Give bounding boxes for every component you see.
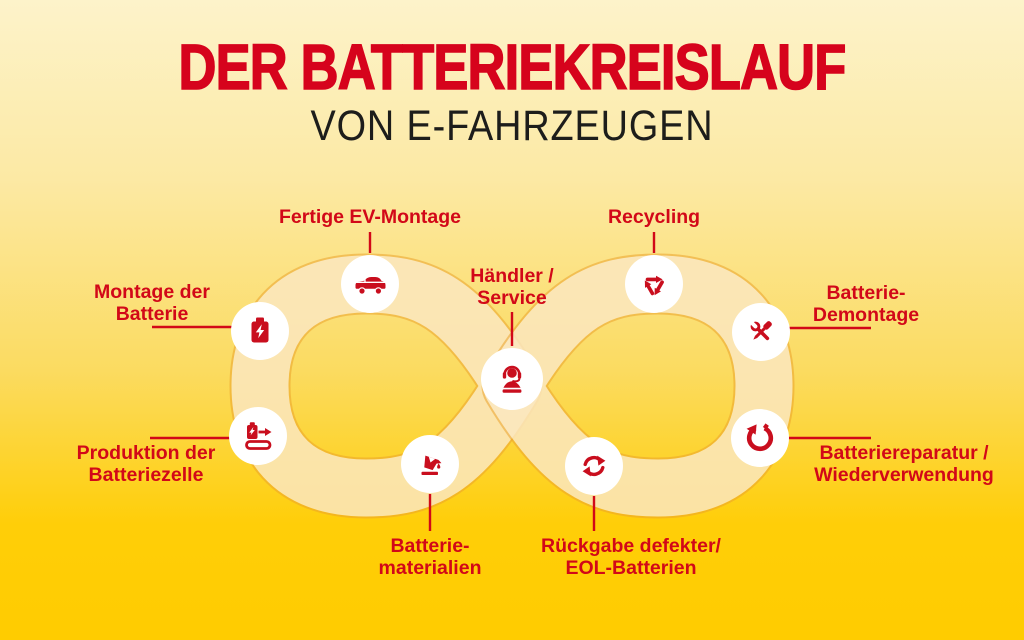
label-batteriereparatur-wiederverwendung: Batteriereparatur / Wiederverwendung [814,442,994,486]
label-line: Wiederverwendung [814,463,994,486]
pouring-crucible-icon [421,455,442,475]
label-line: Batterie- [826,282,906,304]
label-line: EOL-Batterien [565,556,697,579]
service-agent-icon [502,365,522,393]
label-line: Produktion der [76,442,216,464]
page-title: DER BATTERIEKREISLAUF [178,31,847,103]
connector-lines [150,232,871,531]
label-line: Recycling [607,206,701,228]
label-line: Batteriereparatur / [819,442,989,464]
node-circle-produktion [229,407,287,465]
label-line: Batterie [115,302,189,325]
label-line: Service [477,286,547,309]
label-line: Händler / [470,265,554,287]
label-line: Rückgabe defekter/ [541,535,721,557]
label-haendler-service: Händler / Service [470,265,554,309]
recycling-icon [644,275,664,296]
label-line: Batteriezelle [88,463,204,486]
label-produktion-der-batteriezelle: Produktion der Batteriezelle [76,442,216,486]
node-circle-reparatur [731,409,789,467]
label-line: Montage der [94,281,210,303]
node-circle-rueckgabe [565,437,623,495]
label-recycling: Recycling [607,206,701,229]
car-icon [355,277,386,295]
label-line: Batterie- [390,535,470,557]
cycle-arrows-icon [582,455,606,477]
node-circle-recycling [625,255,683,313]
tools-icon [749,320,772,341]
page-subtitle: VON E-FAHRZEUGEN [310,102,714,150]
label-montage-der-batterie: Montage der Batterie [94,281,210,325]
battery-icon [251,317,269,343]
label-batterie-demontage: Batterie- Demontage [812,282,920,326]
label-rueckgabe-eol-batterien: Rückgabe defekter/ EOL-Batterien [541,535,721,579]
node-circles [229,255,790,495]
label-line: Demontage [812,303,920,326]
label-fertige-ev-montage: Fertige EV-Montage [278,206,462,229]
node-circle-haendler [481,348,543,410]
battery-cell-conveyor-icon [245,422,272,450]
label-line: Fertige EV-Montage [278,206,462,228]
label-line: materialien [378,556,482,579]
restore-arrow-icon [746,423,774,452]
label-batterie-materialien: Batterie- materialien [378,535,482,579]
